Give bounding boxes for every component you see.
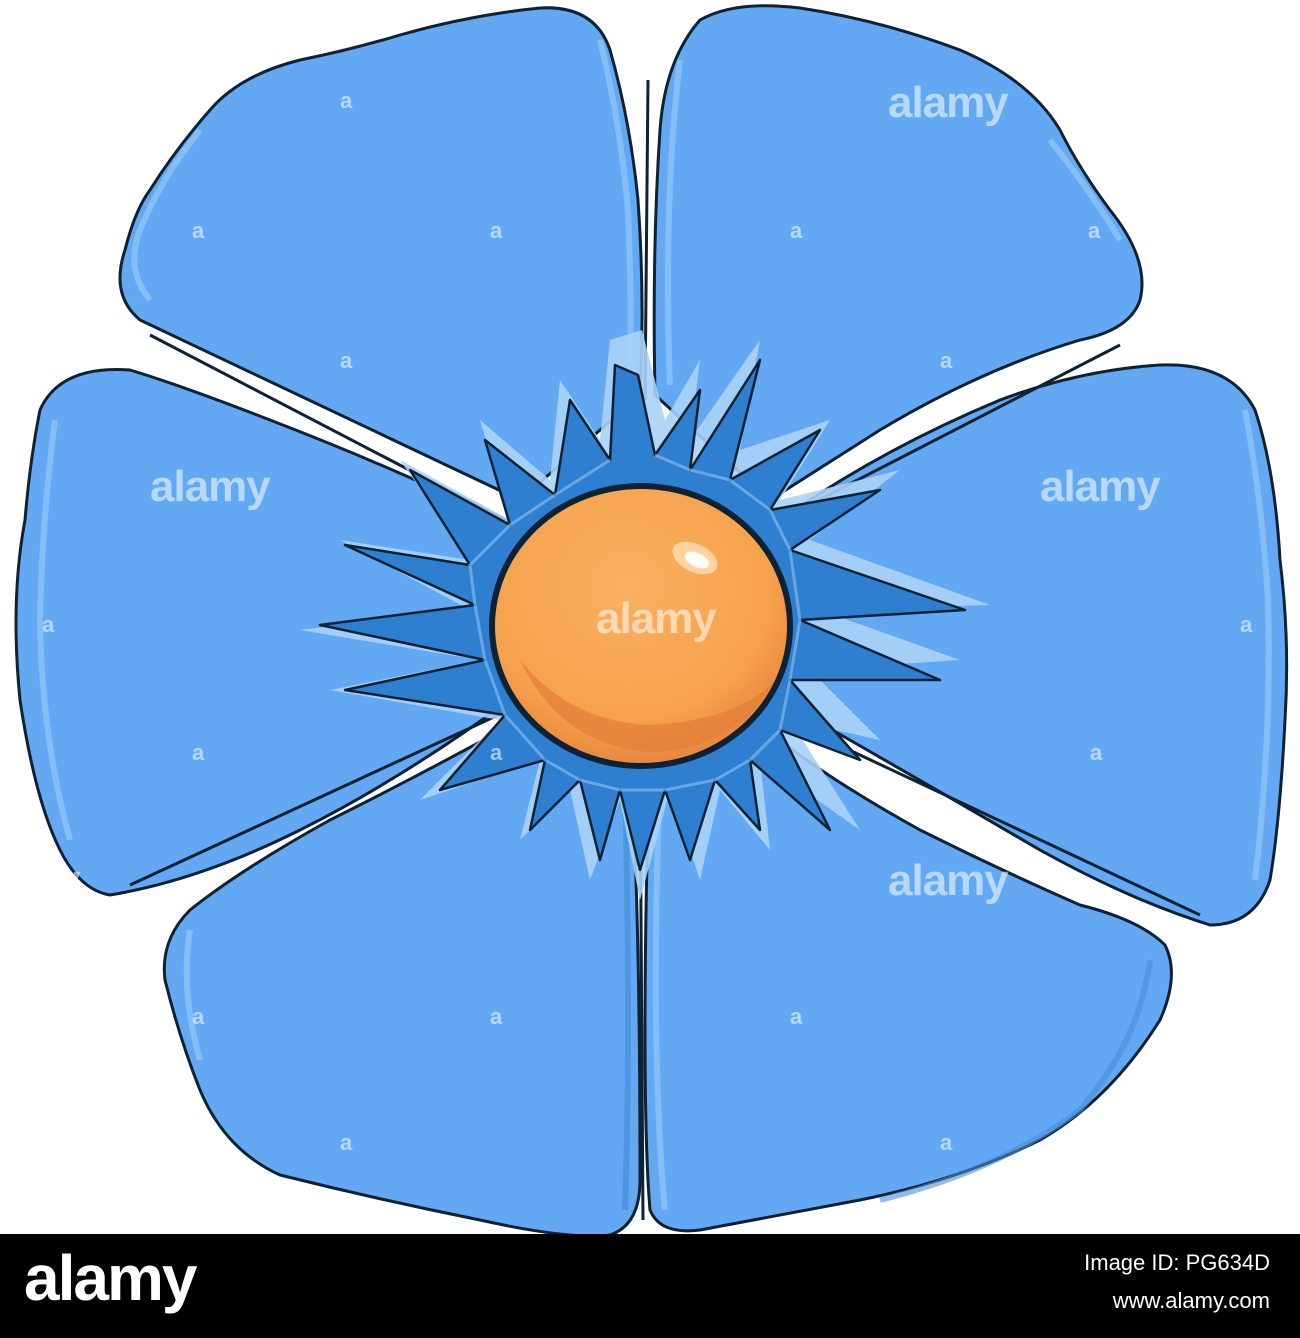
alamy-logo: alamy (24, 1242, 197, 1314)
petal-bottom-right (643, 738, 1173, 1233)
footer-bar: alamy Image ID: PG634D www.alamy.com (0, 1234, 1300, 1338)
pistil-center (489, 483, 793, 769)
petal-right (778, 363, 1289, 927)
petal-left (14, 368, 512, 897)
site-url: www.alamy.com (1112, 1288, 1270, 1313)
image-id-label: Image ID: PG634D (1084, 1250, 1270, 1275)
petal-bottom-left (162, 718, 642, 1234)
petal-top-right (652, 4, 1144, 502)
petal-top-left (118, 6, 644, 502)
flower-illustration-icon (14, 4, 1289, 1234)
